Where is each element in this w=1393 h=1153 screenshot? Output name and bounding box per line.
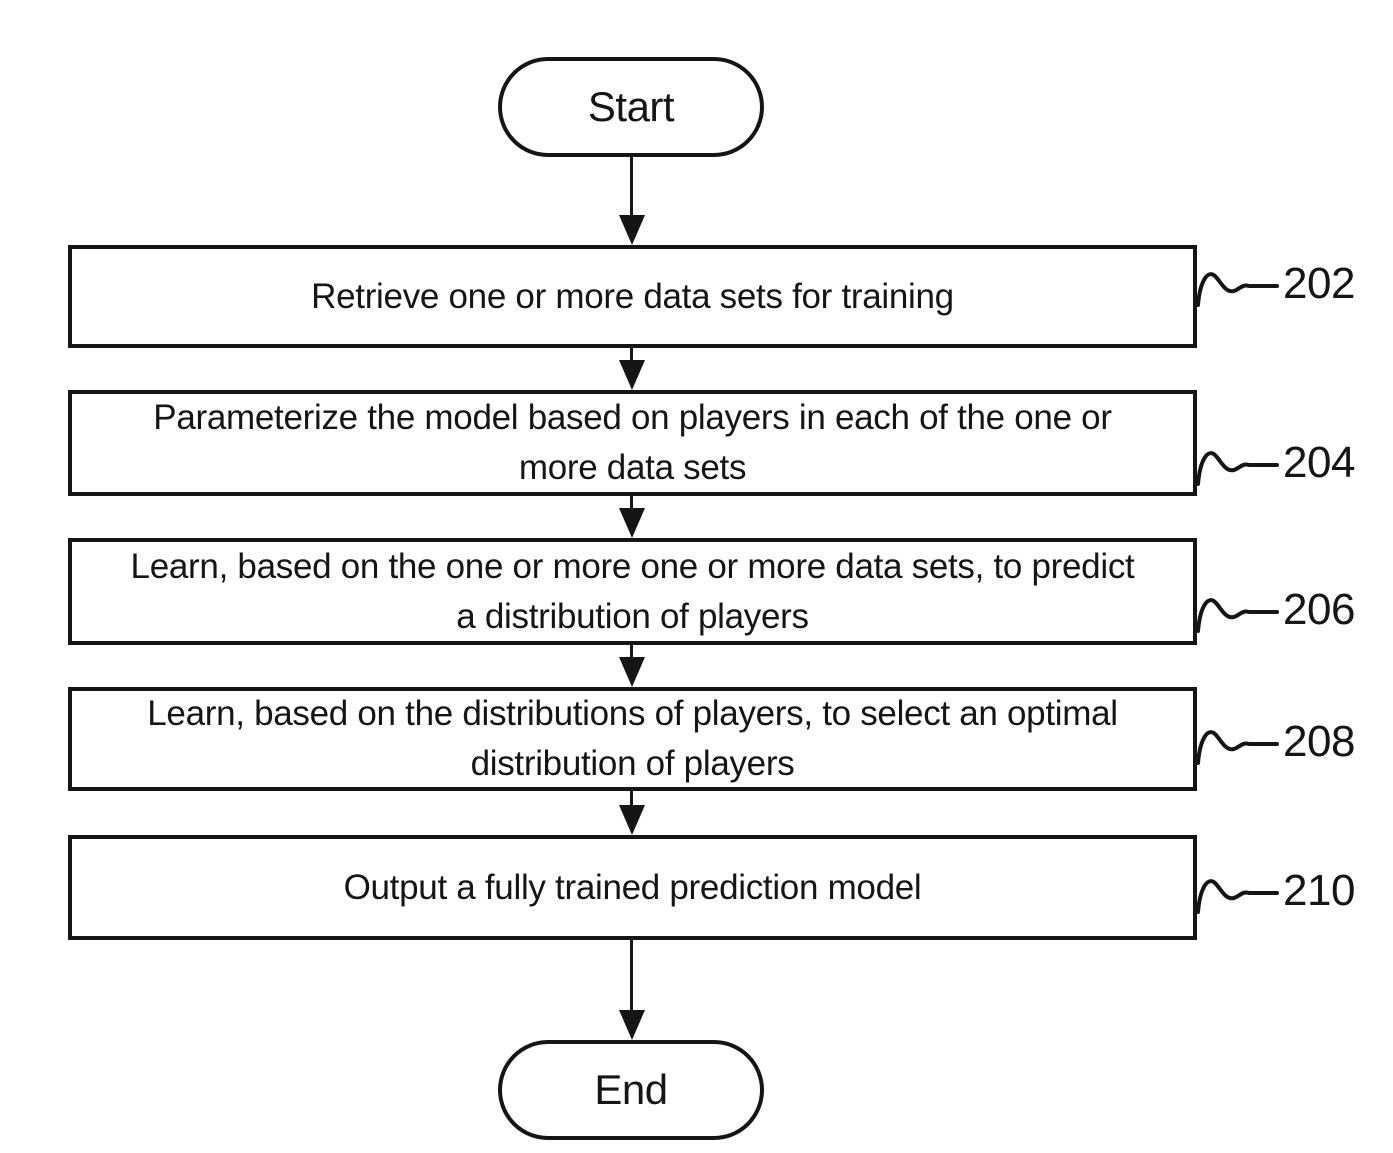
process-box-206: Learn, based on the one or more one or m…	[68, 538, 1197, 645]
process-box-210: Output a fully trained prediction model	[68, 835, 1197, 940]
flow-arrow-stem	[630, 940, 633, 1010]
flow-arrow-stem	[630, 348, 633, 360]
flow-arrow-head-icon	[619, 508, 645, 538]
ref-number: 202	[1283, 259, 1355, 308]
ref-number: 210	[1283, 866, 1355, 915]
ref-number: 208	[1283, 717, 1355, 766]
flow-arrow-stem	[630, 157, 633, 215]
ref-number: 206	[1283, 585, 1355, 634]
flow-arrow-head-icon	[619, 1010, 645, 1040]
process-text: Learn, based on the one or more one or m…	[130, 546, 1135, 586]
ref-lead-line-icon	[1197, 598, 1279, 633]
end-terminal: End	[498, 1040, 764, 1140]
ref-group-206: 206	[1197, 587, 1355, 633]
end-label: End	[594, 1066, 668, 1113]
process-text: distribution of players	[470, 744, 795, 783]
start-label: Start	[587, 83, 675, 130]
process-box-208: Learn, based on the distributions of pla…	[68, 687, 1197, 791]
ref-lead-line-icon	[1197, 879, 1279, 914]
ref-group-204: 204	[1197, 440, 1355, 486]
process-text: more data sets	[518, 448, 747, 487]
ref-lead-line-icon	[1197, 730, 1279, 765]
start-terminal: Start	[498, 57, 764, 157]
process-text: Output a fully trained prediction model	[343, 867, 922, 907]
ref-group-210: 210	[1197, 868, 1355, 914]
flow-arrow-stem	[630, 791, 633, 805]
flow-arrow-head-icon	[619, 805, 645, 835]
process-text: Retrieve one or more data sets for train…	[311, 276, 954, 316]
ref-lead-line-icon	[1197, 272, 1279, 307]
ref-lead-line-icon	[1197, 451, 1279, 486]
flow-arrow-head-icon	[619, 360, 645, 390]
process-box-204: Parameterize the model based on players …	[68, 390, 1197, 496]
flow-arrow-head-icon	[619, 657, 645, 687]
flow-arrow-stem	[630, 496, 633, 508]
ref-group-208: 208	[1197, 719, 1355, 765]
process-text: a distribution of players	[456, 596, 809, 636]
flow-arrow-head-icon	[619, 215, 645, 245]
process-text: Parameterize the model based on players …	[153, 398, 1112, 437]
process-box-202: Retrieve one or more data sets for train…	[68, 245, 1197, 348]
ref-group-202: 202	[1197, 261, 1355, 307]
ref-number: 204	[1283, 438, 1355, 487]
process-text: Learn, based on the distributions of pla…	[147, 694, 1118, 733]
flow-arrow-stem	[630, 645, 633, 657]
